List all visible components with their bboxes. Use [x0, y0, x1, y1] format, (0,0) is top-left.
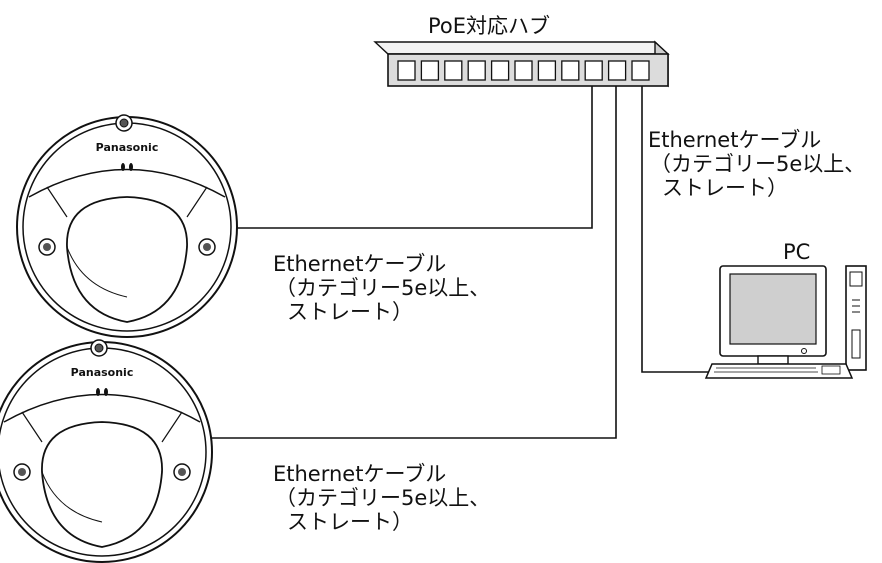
cable-label-camera1-line1: Ethernetケーブル	[273, 252, 447, 276]
pc-tower	[845, 265, 867, 371]
cable-pc-to-hub	[641, 84, 712, 373]
hub-port	[561, 60, 580, 81]
hub-port	[537, 60, 557, 81]
cable-label-pc: Ethernetケーブル （カテゴリー5e以上、 ストレート）	[648, 128, 865, 200]
cable-label-pc-line1: Ethernetケーブル	[648, 128, 822, 152]
hub-ports	[397, 60, 650, 81]
cable-label-camera2-line1: Ethernetケーブル	[273, 462, 447, 486]
cable-label-camera1-line3: ストレート）	[287, 300, 413, 324]
camera-2: Panasonic	[0, 339, 213, 563]
hub-port	[514, 60, 533, 81]
camera-2-brand: Panasonic	[71, 366, 134, 379]
hub-port	[467, 60, 486, 81]
hub-port	[490, 60, 510, 81]
pc	[704, 265, 867, 379]
hub-port	[631, 60, 650, 81]
cables	[210, 84, 712, 439]
cable-label-pc-line2: （カテゴリー5e以上、	[650, 152, 866, 176]
pc-label: PC	[783, 240, 811, 264]
camera-1-brand: Panasonic	[96, 141, 159, 154]
cable-camera1-to-hub	[236, 84, 593, 229]
cable-label-pc-line3: ストレート）	[662, 176, 788, 200]
hub-port	[444, 60, 463, 81]
cable-label-camera2-line3: ストレート）	[287, 510, 413, 534]
camera-1: Panasonic	[16, 114, 238, 338]
pc-keyboard	[704, 363, 854, 379]
pc-screen	[729, 273, 817, 345]
hub-port	[420, 60, 440, 81]
cable-label-camera1-line2: （カテゴリー5e以上、	[275, 276, 491, 300]
cable-camera2-to-hub	[210, 84, 617, 439]
hub-label: PoE対応ハブ	[428, 14, 551, 38]
cable-label-camera2: Ethernetケーブル （カテゴリー5e以上、 ストレート）	[273, 462, 490, 534]
hub-port	[607, 60, 627, 81]
cable-label-camera1: Ethernetケーブル （カテゴリー5e以上、 ストレート）	[273, 252, 490, 324]
hub-port	[584, 60, 603, 81]
poe-hub	[373, 40, 670, 88]
cable-label-camera2-line2: （カテゴリー5e以上、	[275, 486, 491, 510]
hub-port	[397, 60, 416, 81]
